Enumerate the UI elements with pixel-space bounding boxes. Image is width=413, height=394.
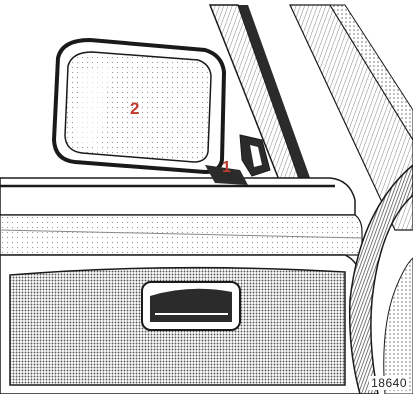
callout-mirror-glass: 2 [130,100,139,117]
callout-adjust-lever: 1 [222,160,231,176]
door-trim-band [0,215,362,255]
door-sill [0,178,355,215]
figure-reference-number: 18640 [369,376,409,390]
door-handle [150,289,232,322]
